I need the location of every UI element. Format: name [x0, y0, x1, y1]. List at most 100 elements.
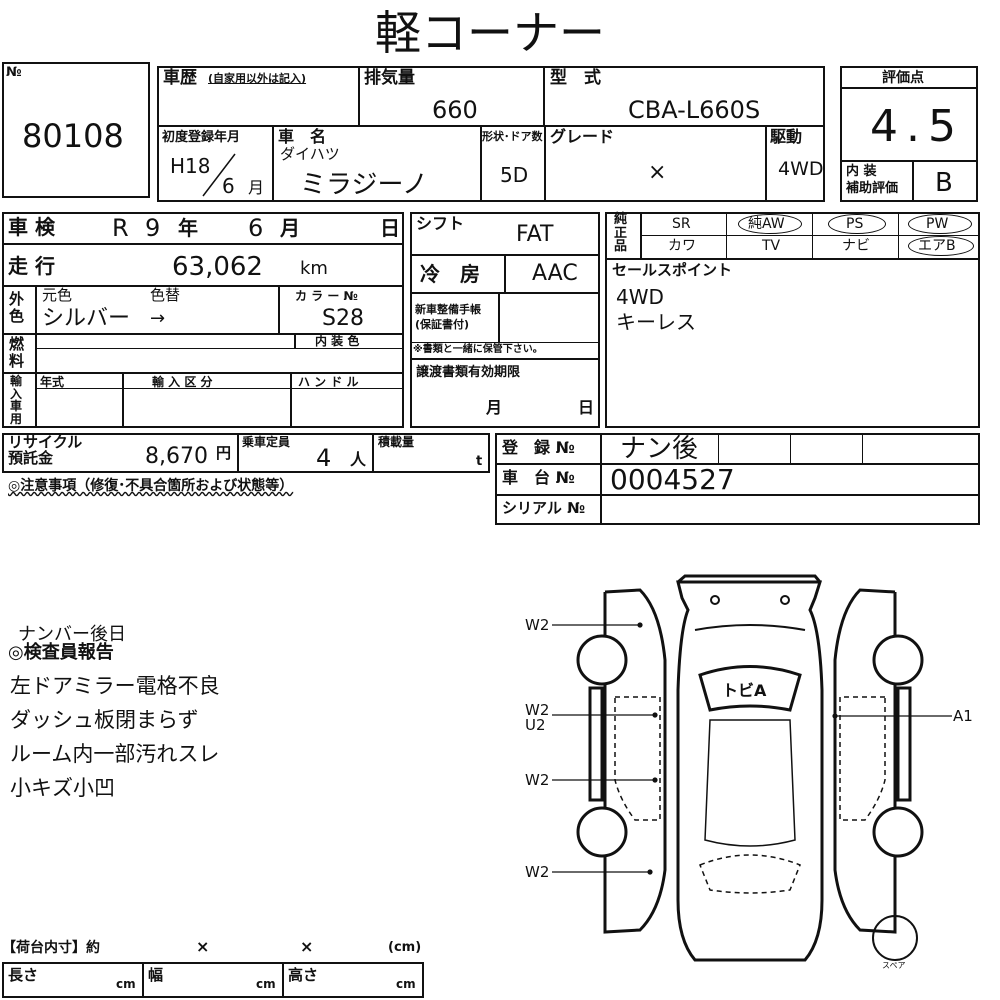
- equip-navi: ナビ: [842, 238, 870, 254]
- fuel-label: 燃 料: [9, 335, 25, 371]
- no-label: №: [6, 65, 22, 80]
- page-title: 軽コーナー: [375, 6, 605, 60]
- color-arrow: →: [150, 308, 166, 329]
- first-reg-label: 初度登録年月: [162, 130, 241, 145]
- doors-value: 5D: [500, 163, 529, 187]
- vehicle-info-box: [157, 66, 825, 202]
- mark-right-1: A1: [953, 707, 973, 725]
- equip-power-steering: PS: [846, 216, 864, 232]
- inspection-month-unit: 月: [280, 216, 300, 240]
- equipment-label: 純 正 品: [614, 212, 628, 255]
- interior-label: 内 装 補助評価: [846, 164, 899, 196]
- color-code-label: カ ラ ー №: [295, 289, 358, 303]
- sales-point-label: セールスポイント: [612, 261, 733, 279]
- cargo-x2: ×: [300, 937, 314, 956]
- shift-value: FAT: [516, 222, 554, 247]
- ac-label: 冷 房: [420, 262, 480, 286]
- recycle-unit: 円: [216, 444, 232, 462]
- outer-color-label: 外 色: [9, 290, 25, 326]
- mark-left-1: W2: [525, 616, 550, 634]
- recycle-value: 8,670: [145, 444, 208, 469]
- inspector-line-1: 左ドアミラー電格不良: [10, 674, 220, 698]
- sales-point-1: 4WD: [616, 285, 664, 309]
- grade-value: ×: [648, 160, 667, 185]
- slash-divider: [202, 153, 236, 197]
- cargo-label: 【荷台内寸】約: [2, 940, 100, 956]
- equip-sr: SR: [672, 216, 691, 232]
- notes-label: ◎注意事項（修復･不具合箇所および状態等）: [8, 478, 294, 494]
- inspection-label: 車 検: [8, 215, 55, 239]
- drive-label: 駆動: [770, 127, 803, 146]
- model-label: 型 式: [550, 68, 601, 88]
- displacement-value: 660: [432, 96, 478, 124]
- rating-value: 4.5: [870, 101, 964, 152]
- equip-tv: TV: [762, 238, 781, 254]
- interior-color-label: 内 装 色: [315, 334, 360, 348]
- car-name-label: 車 名: [278, 127, 327, 146]
- cargo-x1: ×: [196, 937, 210, 956]
- roof-mark: トビA: [722, 681, 767, 700]
- mileage-label: 走 行: [8, 254, 55, 278]
- drive-value: 4WD: [778, 158, 824, 180]
- equip-airbag: エアB: [918, 238, 956, 254]
- registration-box: [495, 433, 980, 525]
- repaint-label: 色替: [150, 286, 181, 304]
- chassis-label: 車 台 №: [502, 468, 575, 487]
- doors-label: 形状･ドア数: [482, 130, 543, 143]
- first-reg-month: 6: [222, 174, 235, 198]
- sheet-number-box: [2, 62, 150, 198]
- sheet-number: 80108: [22, 117, 124, 155]
- rating-label: 評価点: [882, 70, 924, 86]
- chassis-value: 0004527: [610, 463, 735, 496]
- plate-later-note: ナンバー後日: [18, 624, 126, 645]
- inspection-month: 6: [248, 214, 264, 242]
- cargo-width-label: 幅: [148, 966, 164, 984]
- car-maker: ダイハツ: [280, 145, 340, 163]
- mark-left-2: W2 U2: [525, 701, 550, 734]
- inspector-line-4: 小キズ小凹: [10, 776, 115, 800]
- shift-box: [410, 212, 600, 428]
- inspector-line-2: ダッシュ板閉まらず: [10, 708, 199, 732]
- warranty-label: 新車整備手帳 (保証書付): [415, 303, 481, 332]
- import-division-label: 輸 入 区 分: [152, 375, 213, 389]
- serial-label: シリアル №: [502, 499, 586, 517]
- cargo-height-label: 高さ: [288, 966, 319, 984]
- cargo-height-unit: cm: [396, 977, 416, 991]
- model-value: CBA-L660S: [628, 96, 761, 124]
- transfer-day-unit: 日: [578, 398, 595, 417]
- inspector-line-3: ルーム内一部汚れスレ: [10, 742, 220, 766]
- warranty-note: ※書類と一緒に保管下さい。: [413, 344, 543, 355]
- transfer-label: 譲渡書類有効期限: [416, 365, 521, 380]
- grade-label: グレード: [550, 127, 615, 146]
- spare-label: スペア: [882, 961, 906, 970]
- shift-label: シフト: [416, 214, 465, 233]
- car-damage-diagram: [552, 574, 952, 962]
- inspection-day-unit: 日: [380, 216, 400, 240]
- first-reg-month-unit: 月: [248, 178, 265, 197]
- sales-point-2: キーレス: [616, 310, 696, 334]
- import-year-label: 年式: [40, 375, 65, 389]
- cargo-length-label: 長さ: [8, 966, 39, 984]
- equipment-box: [605, 212, 980, 428]
- mileage-unit: km: [300, 258, 328, 279]
- load-label: 積載量: [378, 435, 415, 449]
- cargo-length-unit: cm: [116, 977, 136, 991]
- mileage-value: 63,062: [172, 252, 263, 282]
- capacity-value: 4: [316, 444, 332, 472]
- orig-color-label: 元色: [42, 286, 73, 304]
- inspection-year: 9: [145, 214, 161, 242]
- inspection-year-unit: 年: [178, 216, 198, 240]
- recycle-label: リサイクル 預託金: [8, 433, 83, 467]
- equip-alloy-wheel: 純AW: [748, 216, 785, 232]
- cargo-unit: (cm): [388, 940, 422, 955]
- color-code: S28: [322, 306, 364, 331]
- import-label: 輸 入 車 用: [10, 374, 23, 426]
- first-reg-era: H18: [170, 154, 211, 178]
- interior-value: B: [935, 168, 953, 198]
- transfer-month-unit: 月: [486, 398, 503, 417]
- import-handle-label: ハ ン ド ル: [298, 375, 359, 389]
- recycle-box: [2, 433, 490, 473]
- left-details-box: [2, 212, 404, 428]
- load-unit: t: [476, 454, 483, 469]
- inspection-era: R: [112, 214, 129, 242]
